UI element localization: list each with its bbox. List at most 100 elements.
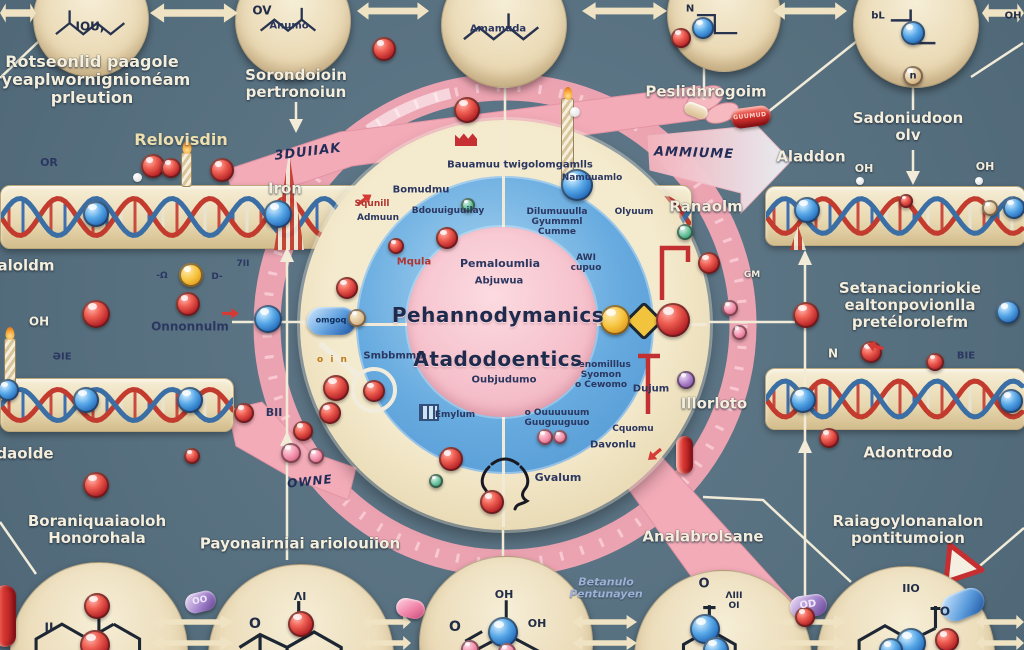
blue-sphere [73,387,99,413]
blue-sphere [83,201,109,227]
blue-oval-node [307,307,356,335]
core-label-pemaloumlia: Pemaloumlia [460,256,540,270]
red-sphere [793,302,819,328]
core-title-pehannodymanics: Pehannodymanics [391,302,605,327]
label-oin: o i n [317,354,349,365]
red-pill-vertical [676,436,693,474]
chem-c5-oh: OH [1004,10,1022,22]
label-aladdon: Aladdon [776,147,846,166]
badge-n: n [909,70,917,82]
chem-b2-o: O [249,616,261,633]
chem-c4-n: N [685,3,695,15]
ring-label-cquomu: Cquomu [612,423,654,434]
blue-sphere [561,169,593,201]
ring-label-dujum: Dujum [632,383,670,395]
pink-sphere [722,300,738,316]
label-gm: GM [743,269,761,280]
red-sphere [210,158,234,182]
red-sphere [234,403,254,423]
core-label-abjuwua: Abjuwua [474,275,524,287]
ring-label-gvalum: Gvalum [534,470,582,484]
label-peslidnrogoim: Peslidnrogoim [645,82,767,101]
blue-sphere [1003,197,1024,219]
tan-sphere [348,309,366,327]
tan-sphere [982,200,998,216]
label-oh-left: OH [28,314,50,329]
pink-sphere [498,643,516,650]
blue-sphere [896,628,926,650]
pill-label-od: OD [798,598,818,612]
candle-icon [181,152,192,187]
ring-label-admuun: Admuun [356,212,400,223]
molecule-circle-bottom-4 [634,570,812,650]
red-sphere [439,447,463,471]
label-n-right: N [827,346,839,361]
blue-sphere [254,305,282,333]
blue-sphere [692,17,714,39]
red-sphere [388,238,404,254]
chem-c5-bl: bL [871,10,885,22]
gear-icon [419,404,439,421]
label-bii: BII [265,405,283,419]
candle-icon [4,338,16,384]
ring-label-namuuamlo: Namuuamlo [561,172,623,183]
red-arrow-icon [222,308,239,319]
red-sphere [336,277,358,299]
pink-sphere [461,640,479,650]
red-sphere [935,628,959,650]
red-sphere [84,593,110,619]
red-sphere [161,158,181,178]
pink-sphere [308,448,324,464]
magnifier-icon [319,342,397,413]
core-title-atadodoentics: Atadodoentics [413,346,583,371]
blue-sphere [999,389,1023,413]
chem-b5-iio: IIO [902,581,920,595]
blue-sphere [879,638,903,650]
label-oh-r1: OH [854,161,874,175]
label-7ii: 7II [236,258,250,269]
red-sphere [323,375,349,401]
green-sphere [429,474,443,488]
label-dglyph: D- [211,271,223,282]
chemical-structure [697,13,738,35]
red-sphere [671,28,691,48]
label-bie-right: BIE [956,350,976,362]
pill-label-omgoq: omgoq [315,315,347,325]
red-pill-edge [0,585,16,647]
yellow-sphere [179,263,203,287]
label-analabrolsane: Analabrolsane [642,527,764,546]
label-adontrodo: Adontrodo [863,443,953,462]
chem-b3-oh-right: OH [527,616,547,630]
ring-label-mqula: Mqula [396,256,432,268]
red-sphere [795,607,815,627]
core-pink-circle [407,227,597,417]
red-sphere [80,630,110,650]
chemical-structure [55,9,126,36]
label-or: OR [40,155,58,169]
white-dot [975,177,983,185]
red-sphere [83,472,109,498]
label-payonairniai: Payonairniai ariolouiion [199,534,401,553]
chem-c2-ov: OV [252,3,272,18]
blue-sphere [703,637,729,650]
ring-label-bauamuu: Bauamuu twigolomgamlls [447,159,593,171]
red-sphere [363,380,385,402]
red-sphere [454,97,480,123]
red-sphere [926,353,944,371]
chem-b3-o: O [449,619,461,636]
pink-sphere [731,324,747,340]
chem-b3-oh-top: OH [494,587,514,601]
